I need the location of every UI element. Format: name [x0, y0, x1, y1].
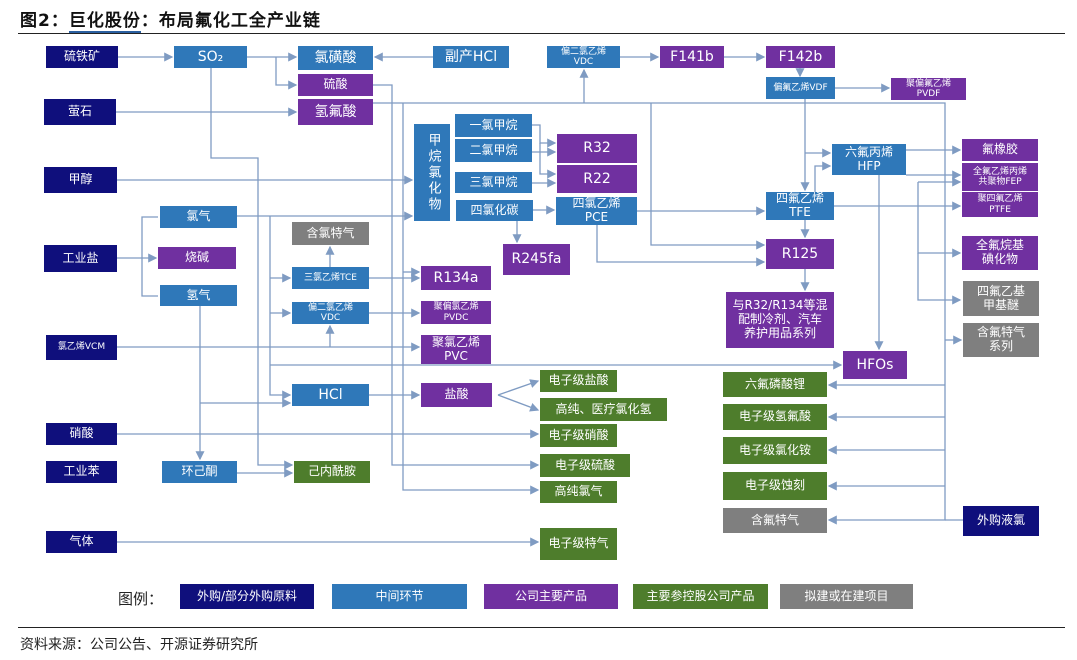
company-name: 巨化股份	[68, 11, 141, 33]
legend-item-blue: 中间环节	[332, 584, 467, 609]
node-e-hf: 电子级氢氟酸	[723, 404, 827, 430]
node-hp-hcl: 高纯、医疗氯化氢	[540, 398, 667, 421]
node-e-sulfuric: 电子级硫酸	[540, 454, 630, 477]
node-liquid-cl: 外购液氯	[963, 506, 1039, 536]
node-e-nh4cl: 电子级氯化铵	[723, 437, 827, 464]
connector	[373, 102, 946, 525]
node-chlorosulfonic: 氯磺酸	[298, 46, 373, 70]
node-hcl-acid: 盐酸	[421, 383, 492, 407]
node-e-gas: 电子级特气	[540, 528, 617, 560]
node-gas: 气体	[46, 531, 117, 553]
node-e-nitric: 电子级硝酸	[540, 424, 617, 447]
node-vcm: 氯乙烯VCM	[46, 335, 117, 360]
node-tfeme: 四氟乙基 甲基醚	[963, 281, 1039, 316]
node-f141b: F141b	[660, 46, 724, 68]
title-divider	[18, 33, 1065, 34]
node-chlorine: 氯气	[160, 206, 237, 228]
node-pfai: 全氟烷基 碘化物	[962, 236, 1038, 270]
node-ccl4: 四氯化碳	[456, 200, 533, 221]
node-vdc-top: 偏二氯乙烯 VDC	[547, 46, 620, 68]
node-f-gas: 含氟特气	[723, 508, 827, 533]
node-r245fa: R245fa	[503, 244, 570, 275]
node-pyrite: 硫铁矿	[46, 46, 118, 68]
node-hp-cl2: 高纯氯气	[540, 481, 617, 503]
node-sulfuric: 硫酸	[298, 74, 373, 96]
node-hcl: HCl	[292, 384, 369, 406]
connector	[373, 84, 540, 470]
node-nitric: 硝酸	[46, 423, 117, 445]
node-pvc: 聚氯乙烯 PVC	[421, 335, 491, 364]
node-fep: 全氟乙烯丙烯 共聚物FEP	[962, 163, 1038, 191]
node-hydrogen: 氢气	[160, 285, 237, 306]
node-tfe: 四氟乙烯 TFE	[766, 191, 834, 220]
figure-subtitle: ：布局氟化工全产业链	[140, 11, 321, 31]
connector	[917, 253, 962, 305]
connector	[917, 182, 962, 258]
node-ch3cl: 一氯甲烷	[455, 114, 532, 137]
node-hfos: HFOs	[843, 351, 907, 379]
node-blends: 与R32/R134等混 配制冷剂、汽车 养护用品系列	[726, 292, 834, 348]
connector	[539, 143, 557, 179]
connector	[269, 216, 292, 400]
node-pvdf: 聚偏氟乙烯 PVDF	[891, 78, 966, 100]
node-fkm: 氟橡胶	[962, 139, 1038, 161]
legend-item-navy: 外购/部分外购原料	[180, 584, 314, 609]
connector	[497, 394, 540, 412]
node-hf: 氢氟酸	[298, 99, 373, 125]
source-note: 资料来源：公司公告、开源证券研究所	[20, 637, 258, 653]
node-vdf: 偏氟乙烯VDF	[766, 77, 835, 99]
node-pvdc: 聚偏氯乙烯 PVDC	[421, 301, 491, 324]
node-e-etch: 电子级蚀刻	[723, 472, 827, 500]
node-salt: 工业盐	[44, 245, 117, 272]
legend-item-green: 主要参控股公司产品	[633, 584, 768, 609]
legend-label: 图例：	[118, 590, 164, 608]
node-so2: SO₂	[174, 46, 247, 68]
node-chcl3: 三氯甲烷	[455, 172, 532, 193]
connector	[650, 103, 766, 250]
node-tce: 三氯乙烯TCE	[292, 267, 369, 289]
node-ptfe: 聚四氟乙烯 PTFE	[962, 192, 1038, 217]
node-f-gas-series: 含氟特气 系列	[963, 323, 1039, 357]
node-pce: 四氯乙烯 PCE	[556, 196, 637, 225]
node-lipf6: 六氟磷酸锂	[723, 372, 827, 397]
node-benzene: 工业苯	[46, 461, 117, 483]
connector	[210, 68, 294, 470]
node-methane-chlorides: 甲烷氯化物	[414, 124, 450, 221]
connector	[275, 57, 298, 90]
node-r125: R125	[766, 239, 834, 269]
figure-number: 图2：	[20, 11, 69, 31]
connector	[596, 225, 766, 267]
node-e-hcl: 电子级盐酸	[540, 370, 617, 392]
node-vdc-low: 偏二氯乙烯 VDC	[292, 302, 369, 324]
connector	[497, 379, 540, 396]
footer-divider	[18, 627, 1065, 628]
node-r32: R32	[557, 134, 637, 163]
node-ch2cl2: 二氯甲烷	[455, 139, 532, 162]
legend-item-gray: 拟建或在建项目	[780, 584, 913, 609]
node-f142b: F142b	[766, 46, 835, 68]
node-r134a: R134a	[421, 266, 491, 290]
connector	[814, 161, 832, 192]
figure-title: 图2：巨化股份：布局氟化工全产业链	[20, 6, 321, 33]
node-caustic: 烧碱	[158, 247, 236, 269]
legend-item-purple: 公司主要产品	[484, 584, 618, 609]
node-caprolactam: 己内酰胺	[294, 461, 370, 483]
connector	[141, 258, 158, 297]
node-cl-gas: 含氯特气	[292, 222, 369, 245]
connector	[141, 216, 158, 258]
node-methanol: 甲醇	[44, 167, 117, 193]
node-hfp: 六氟丙烯 HFP	[832, 144, 906, 175]
node-byproduct-hcl: 副产HCl	[433, 46, 509, 68]
node-cyclohexanone: 环己酮	[162, 461, 237, 483]
node-r22: R22	[557, 165, 637, 193]
connector	[532, 124, 557, 148]
node-fluorite: 萤石	[44, 99, 116, 125]
connector	[402, 103, 540, 495]
